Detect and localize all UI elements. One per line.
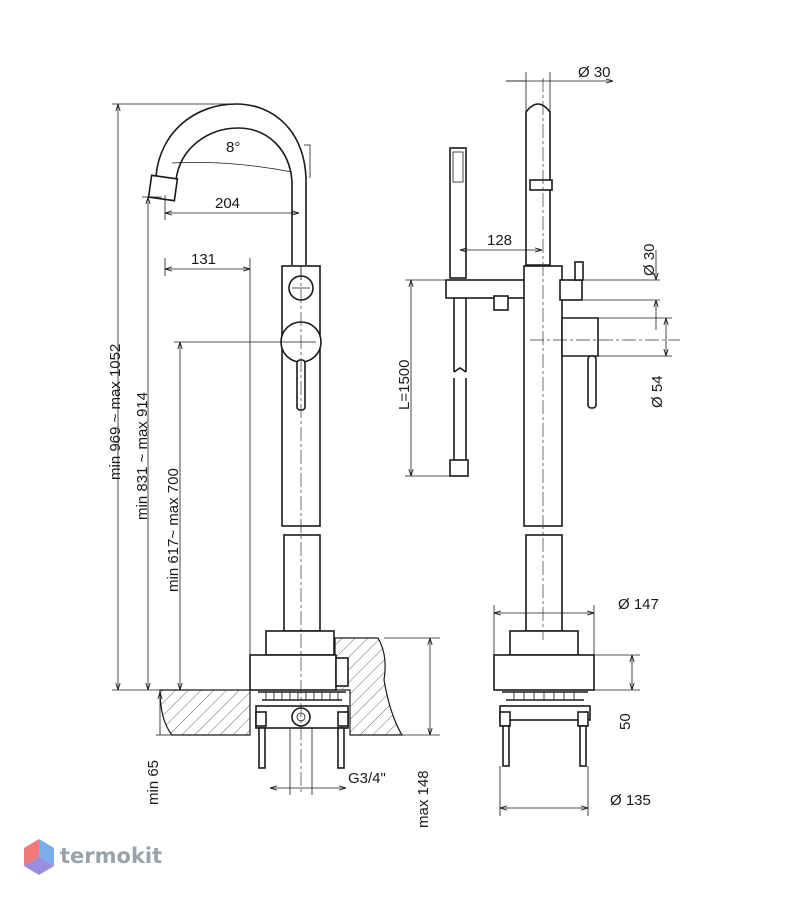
diam-54-label: Ø 54 [649, 375, 666, 408]
anchor-left [258, 727, 266, 769]
brand-name: termokit [60, 844, 162, 868]
spout-reach-label: 204 [215, 195, 240, 212]
anchor-right-side [579, 725, 587, 767]
mounting-frame-side [499, 691, 591, 767]
brand-logo: termokit [24, 839, 162, 875]
anchor-left-side [502, 725, 510, 767]
spout-height-label: min 831 ~ max 914 [134, 392, 151, 520]
hand-shower [449, 147, 467, 279]
diverter-side [559, 279, 583, 301]
height-50-label: 50 [617, 713, 634, 730]
lever-side [587, 355, 597, 409]
base-flange [249, 654, 337, 691]
cube-icon [24, 839, 54, 875]
shower-hose [453, 298, 467, 372]
side-view: Ø 30 128 L=1500 Ø 30 Ø 54 Ø 147 50 Ø 135 [396, 64, 680, 816]
handle-offset-label: 131 [191, 251, 216, 268]
shower-offset-label: 128 [487, 232, 512, 249]
column-lower-side [525, 534, 563, 632]
diam-30-side-label: Ø 30 [641, 243, 658, 276]
thread-label: G3/4" [348, 770, 386, 787]
mounting-frame [255, 691, 349, 769]
total-height-label: min 969 ~ max 1052 [107, 344, 124, 480]
diverter-pin [574, 261, 584, 281]
spout-ring [529, 179, 553, 191]
min-depth-label: min 65 [145, 760, 162, 805]
diam-30-top-label: Ø 30 [578, 64, 611, 81]
spout-nozzle [147, 174, 179, 202]
floor-section-right [334, 637, 404, 736]
front-view: 8° [107, 103, 440, 828]
swivel-angle-label: 8° [226, 139, 240, 156]
base-flange-right [335, 657, 349, 687]
diam-147-label: Ø 147 [618, 596, 659, 613]
base-collar [265, 630, 335, 656]
diam-135-label: Ø 135 [610, 792, 651, 809]
holder-arm [445, 279, 527, 299]
cartridge-side [561, 317, 599, 357]
anchor-right-head [337, 711, 349, 727]
hose-length-label: L=1500 [396, 360, 413, 410]
holder-knob [493, 295, 509, 311]
base-flange-side [493, 654, 595, 691]
floor-section [159, 689, 251, 736]
spout-inner [175, 127, 293, 265]
column-lower [283, 534, 321, 632]
anchor-right [337, 727, 345, 769]
mounting-plate-side [499, 705, 591, 721]
hose-nut [449, 459, 469, 477]
angle-arc [171, 162, 293, 173]
base-collar-side [509, 630, 579, 656]
max-depth-label: max 148 [415, 770, 432, 828]
anchor-left-head [255, 711, 267, 727]
handle-height-label: min 617~ max 700 [165, 468, 182, 592]
